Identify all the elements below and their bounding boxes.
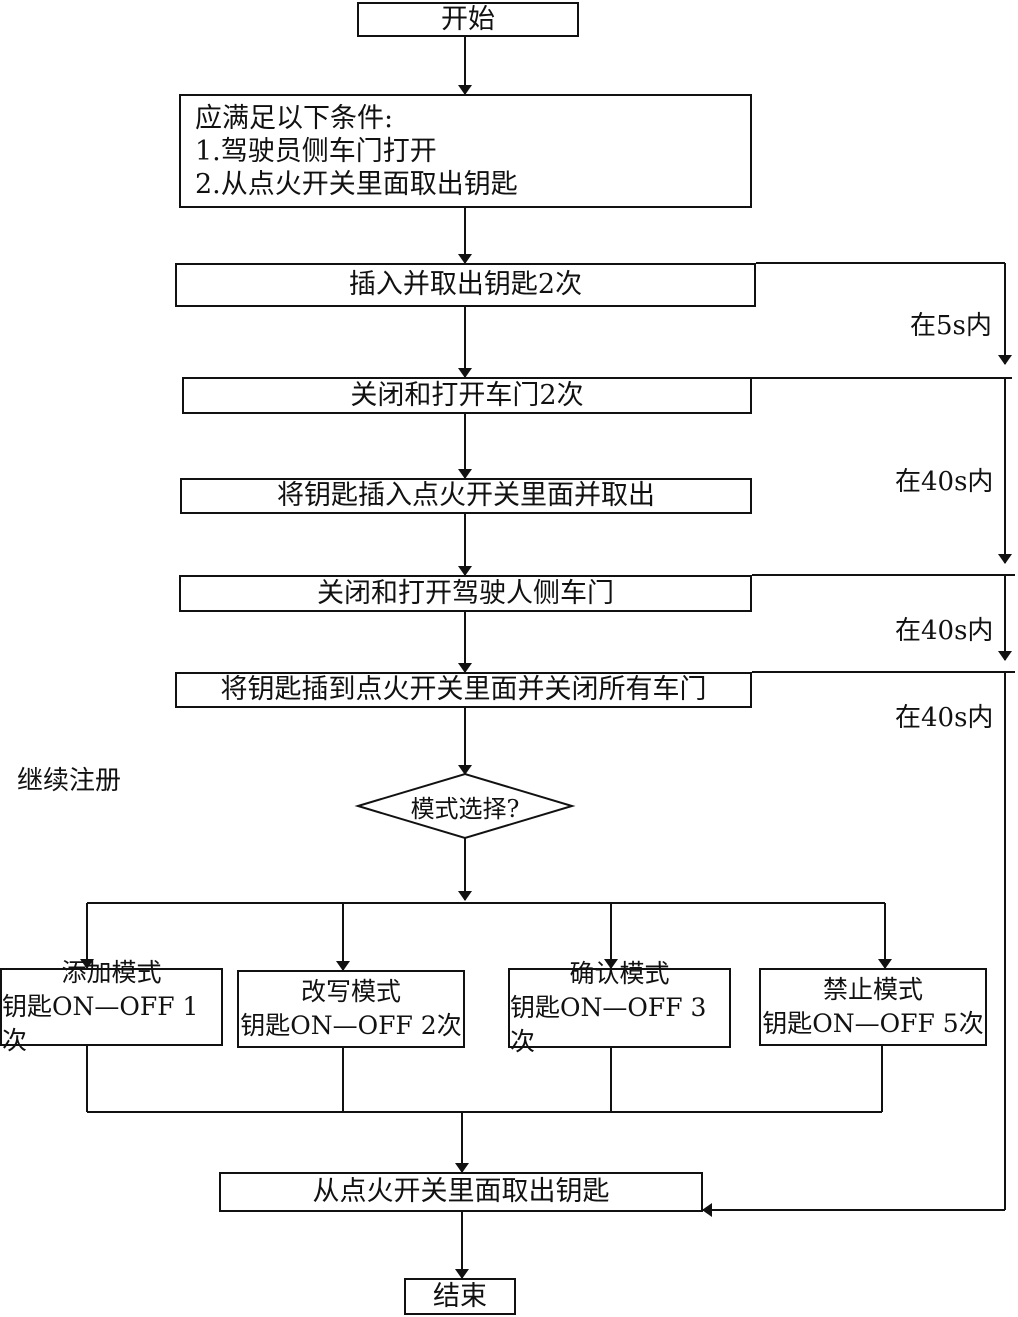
decision-label: 模式选择?	[410, 794, 520, 823]
timing-label-2: 在40s内	[895, 467, 994, 497]
step-insert-remove-ignition: 将钥匙插入点火开关里面并取出	[180, 478, 752, 514]
decision-diamond	[354, 772, 576, 840]
mode-box-disable: 禁止模式 钥匙ON—OFF 5次	[759, 968, 987, 1046]
mode-rewrite-action: 钥匙ON—OFF 2次	[240, 1011, 462, 1040]
timing-label-3: 在40s内	[895, 616, 994, 646]
step-insert-close-all-label: 将钥匙插到点火开关里面并关闭所有车门	[220, 674, 707, 706]
start-box: 开始	[357, 2, 579, 37]
timing-label-1: 在5s内	[910, 311, 992, 341]
mode-box-confirm: 确认模式 钥匙ON—OFF 3次	[508, 959, 731, 1056]
continue-registration-label: 继续注册	[17, 766, 122, 796]
step-close-open-driver-door-label: 关闭和打开驾驶人侧车门	[317, 577, 614, 609]
conditions-box: 应满足以下条件: 1.驾驶员侧车门打开 2.从点火开关里面取出钥匙	[179, 94, 752, 208]
end-label: 结束	[433, 1280, 487, 1312]
mode-confirm-name: 确认模式	[569, 959, 670, 988]
step-insert-remove-ignition-label: 将钥匙插入点火开关里面并取出	[277, 480, 655, 512]
conditions-line-1: 1.驾驶员侧车门打开	[195, 135, 437, 167]
timing-label-4: 在40s内	[895, 703, 994, 733]
conditions-line-2: 2.从点火开关里面取出钥匙	[195, 168, 518, 200]
mode-rewrite-name: 改写模式	[300, 977, 401, 1006]
mode-disable-action: 钥匙ON—OFF 5次	[762, 1009, 984, 1038]
step-insert-remove-key: 插入并取出钥匙2次	[175, 263, 756, 307]
conditions-title: 应满足以下条件:	[195, 102, 394, 134]
step-close-open-driver-door: 关闭和打开驾驶人侧车门	[179, 575, 752, 612]
step-close-open-doors: 关闭和打开车门2次	[182, 377, 752, 414]
mode-box-rewrite: 改写模式 钥匙ON—OFF 2次	[237, 970, 465, 1048]
end-box: 结束	[404, 1278, 516, 1315]
step-remove-key: 从点火开关里面取出钥匙	[219, 1172, 703, 1212]
step-remove-key-label: 从点火开关里面取出钥匙	[312, 1176, 610, 1208]
step-close-open-doors-label: 关闭和打开车门2次	[350, 379, 584, 411]
start-label: 开始	[441, 3, 495, 35]
mode-disable-name: 禁止模式	[822, 975, 923, 1004]
decision-label-wrap: 模式选择?	[358, 774, 572, 838]
step-insert-close-all: 将钥匙插到点火开关里面并关闭所有车门	[175, 672, 752, 708]
mode-confirm-action: 钥匙ON—OFF 3次	[510, 993, 707, 1056]
mode-box-add: 添加模式 钥匙ON—OFF 1次	[0, 958, 223, 1055]
mode-add-action: 钥匙ON—OFF 1次	[2, 992, 199, 1055]
mode-add-name: 添加模式	[61, 958, 162, 987]
step-insert-remove-key-label: 插入并取出钥匙2次	[348, 269, 583, 301]
